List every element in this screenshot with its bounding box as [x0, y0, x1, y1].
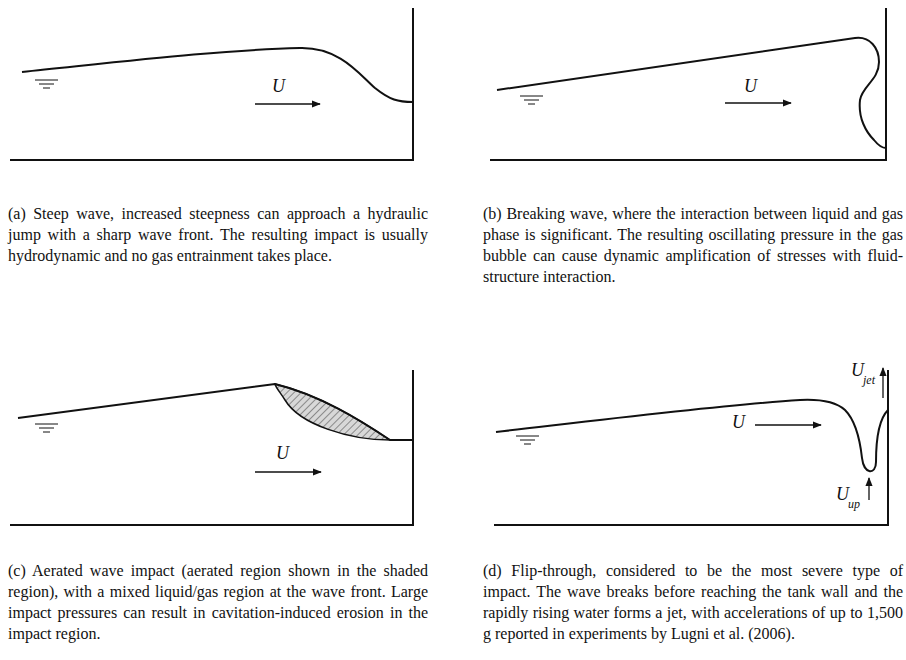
panel-caption: (d) Flip-through, considered to be the m… — [483, 560, 903, 644]
velocity-arrow — [755, 424, 821, 425]
tank-outline — [494, 370, 888, 525]
tank-outline — [10, 370, 413, 525]
velocity-arrow — [725, 102, 791, 103]
wave-profile — [22, 48, 413, 102]
water-level-symbol — [520, 96, 543, 104]
subscript: jet — [863, 374, 875, 387]
velocity-symbol: U — [732, 412, 745, 432]
water-level-symbol — [35, 424, 58, 432]
tank-outline — [490, 8, 886, 160]
subscript: up — [848, 498, 860, 511]
water-level-symbol — [35, 80, 58, 88]
panel-caption: (b) Breaking wave, where the interaction… — [483, 203, 903, 287]
velocity-symbol: U — [851, 360, 864, 380]
wave-profile — [496, 400, 888, 472]
upward-velocity-arrow — [868, 478, 869, 500]
velocity-arrow — [255, 103, 320, 104]
velocity-arrow — [255, 471, 321, 472]
aerated-region — [275, 384, 390, 440]
velocity-symbol: U — [836, 484, 849, 504]
velocity-symbol: U — [272, 76, 285, 96]
panel-caption: (c) Aerated wave impact (aerated region … — [8, 560, 428, 644]
velocity-symbol: U — [744, 76, 757, 96]
wave-profile — [497, 38, 886, 148]
wave-profile — [18, 384, 413, 440]
tank-outline — [10, 8, 413, 160]
jet-velocity-arrow — [882, 368, 883, 398]
velocity-symbol: U — [276, 443, 289, 463]
water-level-symbol — [516, 436, 539, 444]
panel-caption: (a) Steep wave, increased steepness can … — [8, 203, 428, 266]
